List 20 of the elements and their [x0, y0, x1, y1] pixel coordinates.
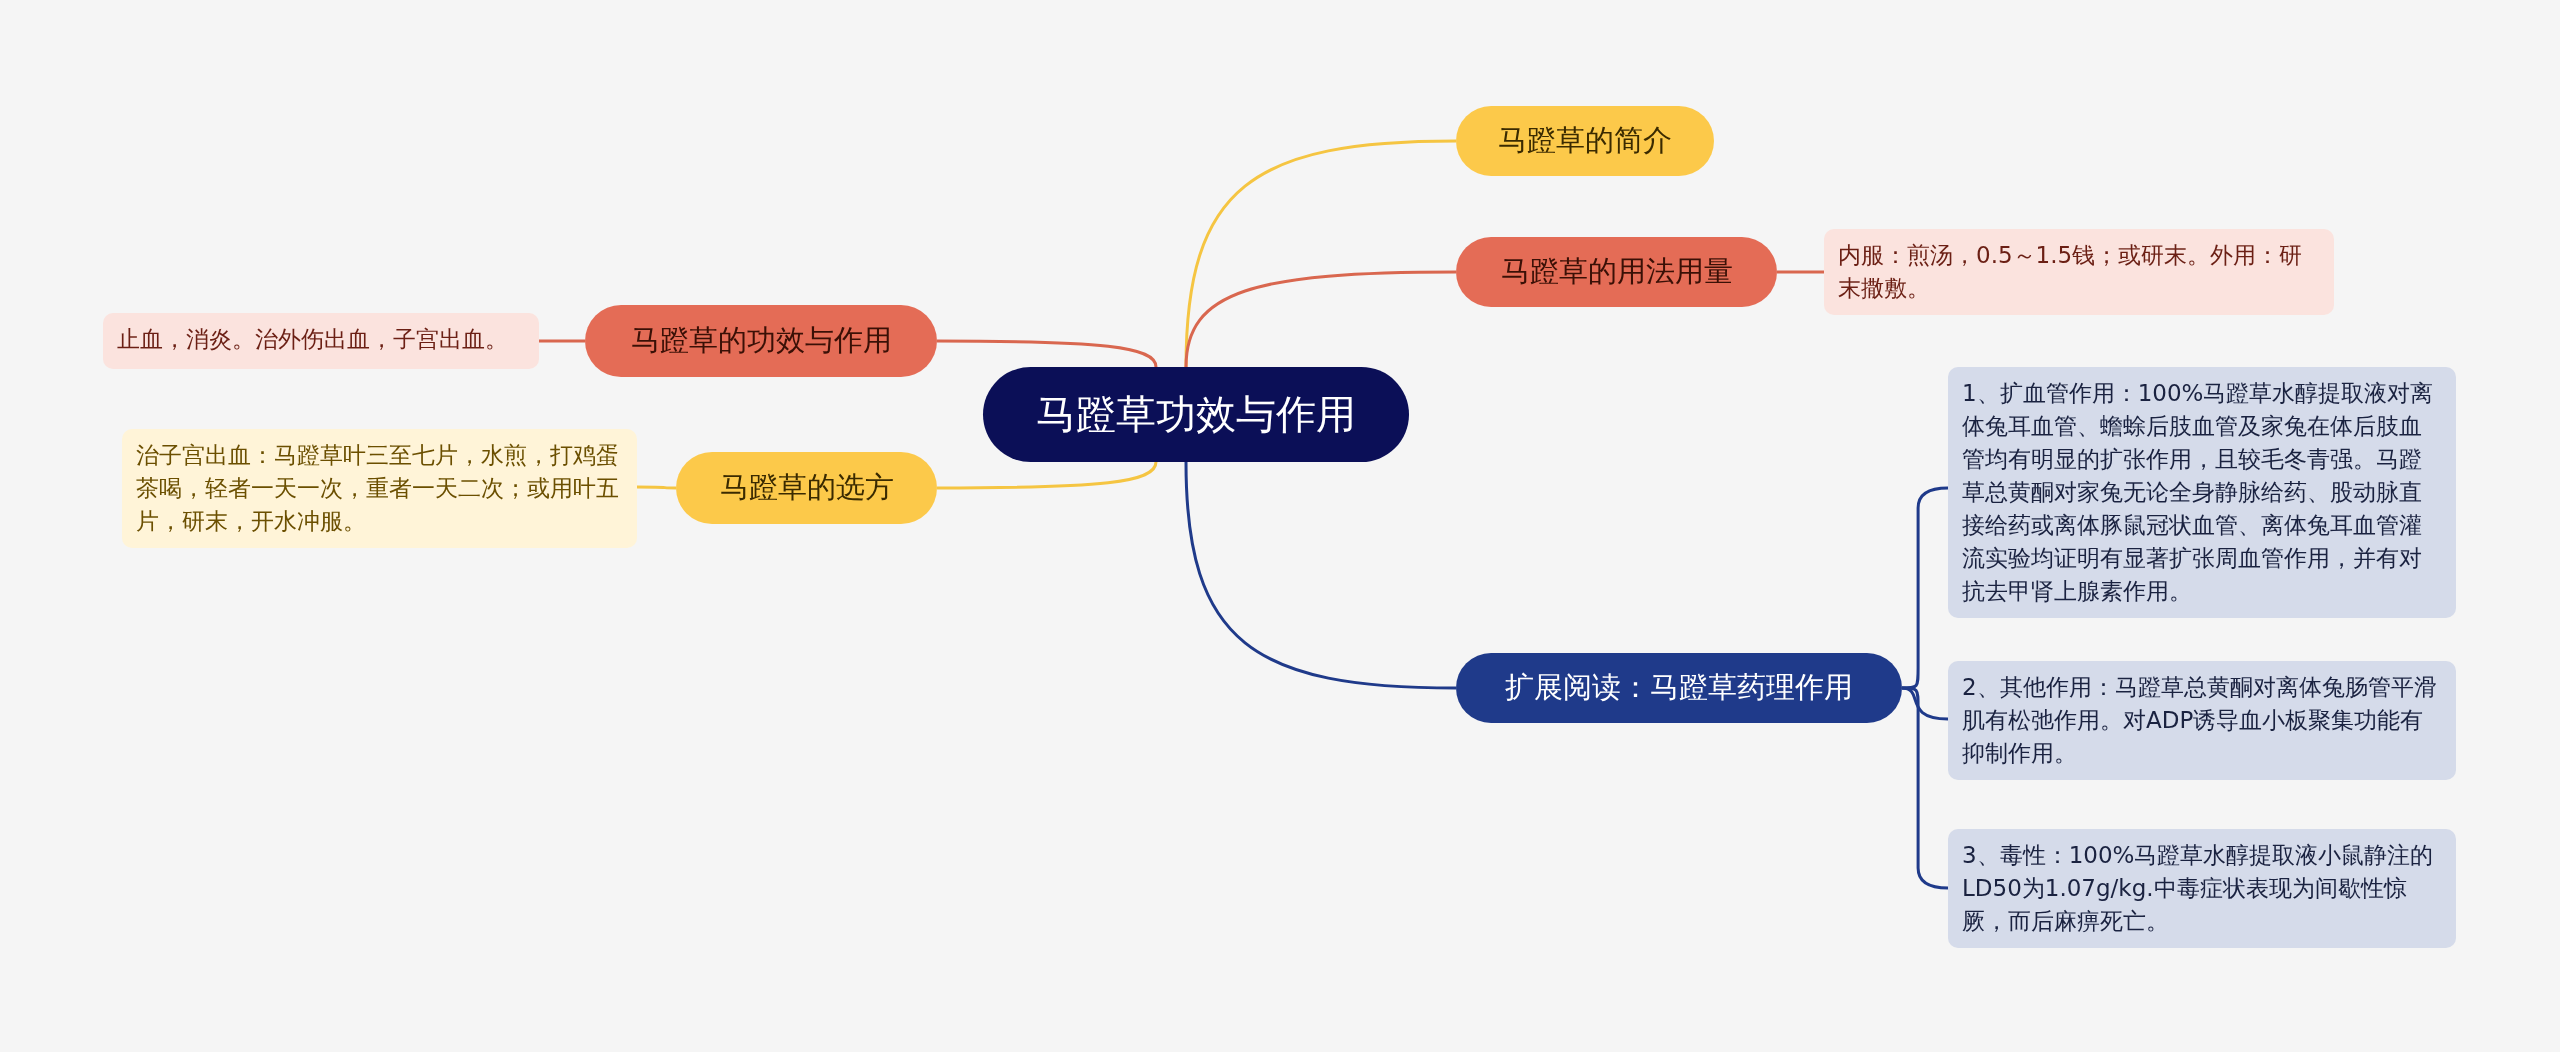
central-topic: 马蹬草功效与作用: [983, 367, 1409, 462]
connector: [1777, 270, 1824, 274]
note-box: 内服：煎汤，0.5～1.5钱；或研末。外用：研末撒敷。: [1824, 229, 2334, 315]
connector: [937, 339, 1158, 368]
topic-box: 马蹬草的选方: [676, 452, 937, 524]
note-box: 治子宫出血：马蹬草叶三至七片，水煎，打鸡蛋茶喝，轻者一天一次，重者一天二次；或用叶五片，研末，开水冲服。: [122, 429, 637, 548]
topic-box: 马蹬草的简介: [1456, 106, 1714, 176]
note-box: 止血，消炎。治外伤出血，子宫出血。: [103, 313, 539, 369]
connector: [637, 485, 676, 490]
topic-box: 马蹬草的功效与作用: [585, 305, 937, 377]
connector: [937, 461, 1158, 490]
connector: [1184, 139, 1457, 368]
topic-box: 马蹬草的用法用量: [1456, 237, 1777, 307]
note-box: 3、毒性：100%马蹬草水醇提取液小鼠静注的LD50为1.07g/kg.中毒症状表现为间歇性惊厥，而后麻痹死亡。: [1948, 829, 2456, 948]
connector: [1184, 461, 1457, 690]
topic-box: 扩展阅读：马蹬草药理作用: [1456, 653, 1902, 723]
note-box: 2、其他作用：马蹬草总黄酮对离体兔肠管平滑肌有松弛作用。对ADP诱导血小板聚集功能有抑制作用。: [1948, 661, 2456, 780]
note-box: 1、扩血管作用：100%马蹬草水醇提取液对离体兔耳血管、蟾蜍后肢血管及家兔在体后肢血管均有明显的扩张作用，且较毛冬青强。马蹬草总黄酮对家兔无论全身静脉给药、股动脉直接给药或离体豚鼠冠状血管、离体兔耳血管灌流实验均证明有显著扩张周血管作用，并有对抗去甲肾上腺素作用。: [1948, 367, 2456, 618]
connector: [539, 339, 585, 343]
connector: [1184, 270, 1456, 368]
